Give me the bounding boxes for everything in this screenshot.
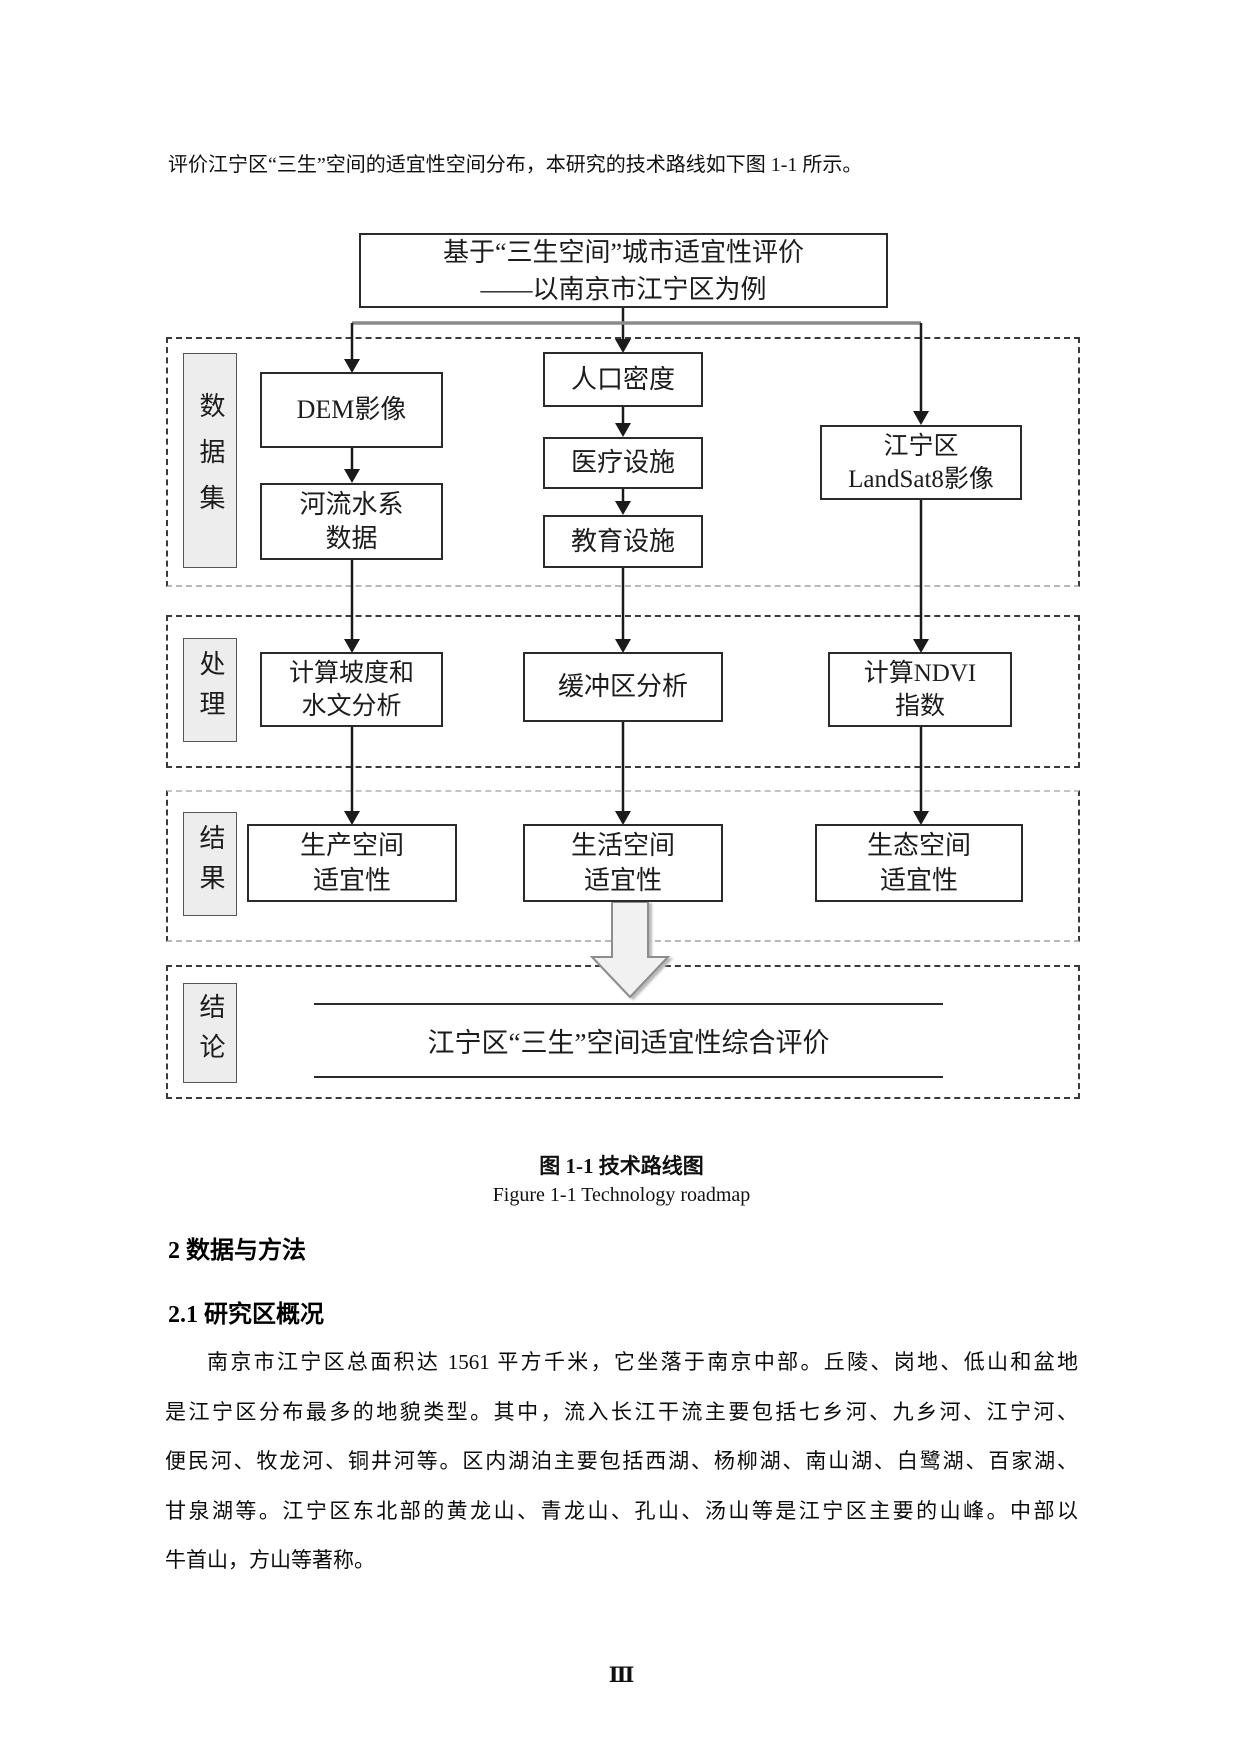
figure-title-line1: 基于“三生空间”城市适宜性评价 [442, 237, 805, 267]
node-ndvi-line2: 指数 [894, 692, 945, 720]
node-slope-line1: 计算坡度和 [288, 659, 414, 687]
body-line: 牛首山，方山等著称。 [165, 1548, 375, 1572]
node-ndvi-line1: 计算NDVI [863, 659, 977, 687]
node-production-line1: 生产空间 [299, 831, 404, 860]
arrowhead-living-icon [615, 811, 631, 825]
intro-text: 评价江宁区“三生”空间的适宜性空间分布，本研究的技术路线如下图 1-1 所示。 [168, 154, 863, 176]
arrowhead-slope-icon [344, 639, 360, 653]
row-label-dataset: 数据集 [183, 353, 237, 568]
node-living: 生活空间 适宜性 [523, 824, 723, 902]
arrowhead-dem-icon [344, 359, 360, 373]
figure-caption-zh: 图 1-1 技术路线图 [539, 1154, 704, 1178]
node-ecology-line1: 生态空间 [866, 831, 971, 860]
node-production-line2: 适宜性 [312, 866, 391, 895]
page-number: Ⅲ [608, 1663, 635, 1687]
node-medical: 医疗设施 [543, 437, 703, 489]
figure-title-line2: ——以南京市江宁区为例 [480, 274, 767, 304]
node-ecology: 生态空间 适宜性 [815, 824, 1023, 902]
body-paragraph: 南京市江宁区总面积达 1561 平方千米，它坐落于南京中部。丘陵、岗地、低山和盆… [165, 1338, 1078, 1586]
node-slope: 计算坡度和 水文分析 [260, 652, 443, 727]
big-down-arrow-icon [589, 901, 671, 999]
node-buffer-text: 缓冲区分析 [557, 672, 688, 701]
node-river: 河流水系 数据 [260, 483, 443, 560]
row-label-conclusion-text: 结论 [196, 993, 225, 1073]
arrowhead-ecology-icon [913, 811, 929, 825]
node-education: 教育设施 [543, 515, 703, 568]
node-conclusion-text: 江宁区“三生”空间适宜性综合评价 [427, 1028, 830, 1058]
body-line: 是江宁区分布最多的地貌类型。其中，流入长江干流主要包括七乡河、九乡河、江宁河、 [165, 1399, 1078, 1424]
node-population: 人口密度 [543, 352, 703, 407]
node-production: 生产空间 适宜性 [247, 824, 457, 902]
arrowhead-population-icon [615, 339, 631, 353]
row-label-conclusion: 结论 [183, 983, 237, 1083]
node-river-line1: 河流水系 [299, 489, 404, 519]
node-population-text: 人口密度 [570, 364, 675, 394]
row-label-dataset-text: 数据集 [196, 391, 225, 530]
node-landsat-line1: 江宁区 [883, 432, 959, 460]
node-landsat-line2: LandSat8影像 [848, 465, 994, 493]
body-line: 南京市江宁区总面积达 1561 平方千米，它坐落于南京中部。丘陵、岗地、低山和盆… [207, 1350, 1078, 1374]
row-label-result: 结果 [183, 812, 237, 916]
section-heading-2-1: 2.1 研究区概况 [168, 1302, 324, 1328]
node-slope-line2: 水文分析 [301, 692, 402, 720]
node-conclusion: 江宁区“三生”空间适宜性综合评价 [314, 1003, 943, 1078]
row-label-processing-text: 处理 [196, 650, 225, 730]
node-ndvi: 计算NDVI 指数 [828, 652, 1012, 727]
figure-caption-en: Figure 1-1 Technology roadmap [492, 1184, 751, 1206]
body-line: 便民河、牧龙河、铜井河等。区内湖泊主要包括西湖、杨柳湖、南山湖、白鹭湖、百家湖、 [165, 1449, 1078, 1473]
arrowhead-production-icon [344, 811, 360, 825]
arrowhead-landsat-icon [913, 411, 929, 425]
section-heading-2: 2 数据与方法 [168, 1238, 306, 1264]
arrowhead-ndvi-icon [913, 639, 929, 653]
node-ecology-line2: 适宜性 [879, 866, 958, 895]
figure-title-box: 基于“三生空间”城市适宜性评价 ——以南京市江宁区为例 [359, 233, 888, 308]
node-dem: DEM影像 [260, 372, 443, 448]
body-line: 甘泉湖等。江宁区东北部的黄龙山、青龙山、孔山、汤山等是江宁区主要的山峰。中部以 [165, 1498, 1078, 1523]
arrowhead-medical-icon [615, 423, 631, 437]
node-buffer: 缓冲区分析 [523, 652, 723, 722]
node-living-line1: 生活空间 [570, 831, 675, 860]
row-label-processing: 处理 [183, 638, 237, 742]
node-landsat: 江宁区 LandSat8影像 [820, 425, 1022, 500]
node-dem-text: DEM影像 [296, 395, 407, 424]
node-education-text: 教育设施 [570, 526, 675, 556]
row-label-result-text: 结果 [196, 824, 225, 904]
node-river-line2: 数据 [325, 523, 378, 553]
arrowhead-river-icon [344, 469, 360, 483]
arrowhead-buffer-icon [615, 639, 631, 653]
node-living-line2: 适宜性 [583, 866, 662, 895]
node-medical-text: 医疗设施 [570, 448, 675, 477]
arrowhead-education-icon [615, 501, 631, 515]
